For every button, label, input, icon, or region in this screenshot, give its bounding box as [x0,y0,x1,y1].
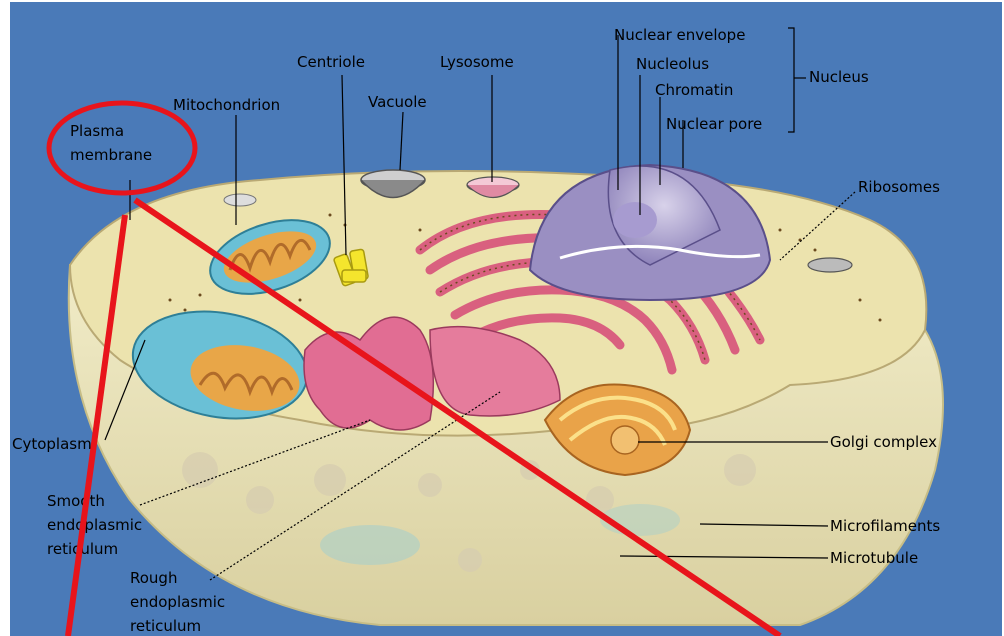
small-vesicle [224,194,256,206]
label-rough-er-line1: Rough [130,569,177,587]
label-plasma-membrane-line2: membrane [70,146,152,164]
label-nuclear-pore: Nuclear pore [666,115,762,133]
label-vacuole: Vacuole [368,93,427,111]
label-rough-er-line3: reticulum [130,617,201,635]
nucleolus-body [613,202,657,238]
label-smooth-er-line2: endoplasmic [47,516,142,534]
label-nucleus: Nucleus [809,68,869,86]
label-smooth-er-line1: Smooth [47,492,105,510]
label-ribosomes: Ribosomes [858,178,940,196]
small-vesicle [808,258,852,272]
label-plasma-membrane-line1: Plasma [70,122,124,140]
label-chromatin: Chromatin [655,81,733,99]
label-rough-er-line2: endoplasmic [130,593,225,611]
label-lysosome: Lysosome [440,53,514,71]
label-microtubule: Microtubule [830,549,918,567]
label-microfilaments: Microfilaments [830,517,940,535]
label-cytoplasm: Cytoplasm [12,435,92,453]
label-mitochondrion: Mitochondrion [173,96,280,114]
label-nucleolus: Nucleolus [636,55,709,73]
label-centriole: Centriole [297,53,365,71]
label-nuclear-envelope: Nuclear envelope [614,26,745,44]
label-golgi-complex: Golgi complex [830,433,937,451]
faint-mitochondrion [320,525,420,565]
